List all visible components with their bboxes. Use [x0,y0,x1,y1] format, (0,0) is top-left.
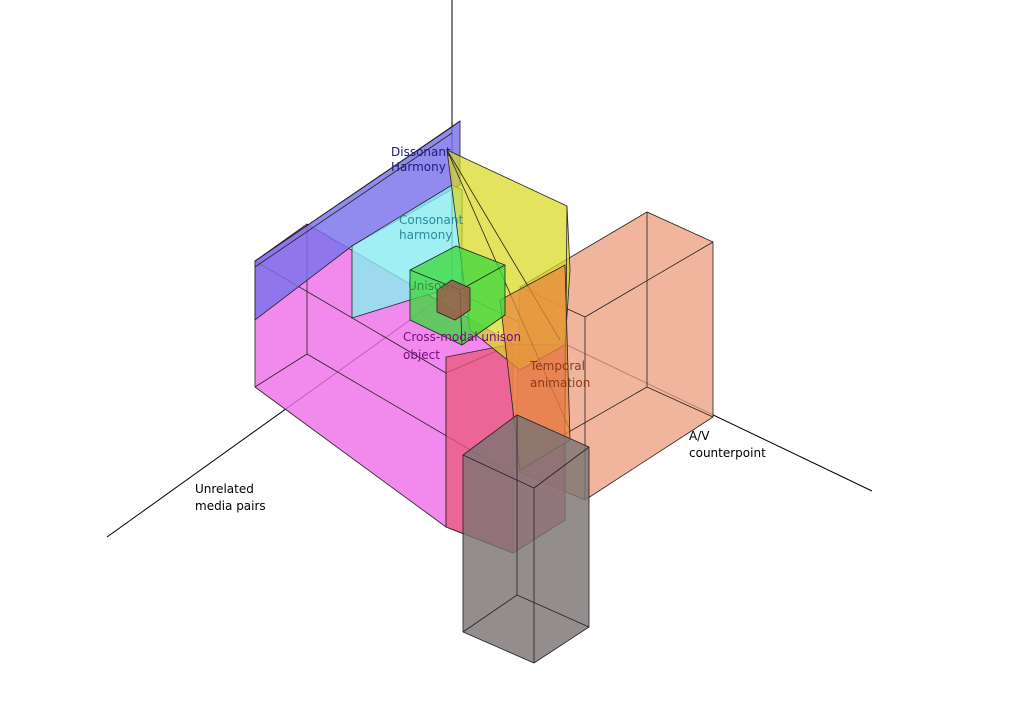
label-dissonant: Dissonant Harmony [391,145,455,174]
label-cross-modal: Cross-modal unison object [403,330,525,362]
gray-body [462,414,590,664]
label-unison: Unison [408,279,449,293]
gray-box [462,414,590,664]
label-counterpoint: A/V counterpoint [689,429,766,460]
label-temporal: Temporal animation [529,359,590,390]
cross-modal-cube [436,279,471,321]
dissonant-plane [254,120,461,321]
label-consonant: Consonant harmony [399,213,467,242]
label-unrelated: Unrelated media pairs [195,482,266,513]
labels: Dissonant Harmony Consonant harmony Unis… [195,145,766,513]
